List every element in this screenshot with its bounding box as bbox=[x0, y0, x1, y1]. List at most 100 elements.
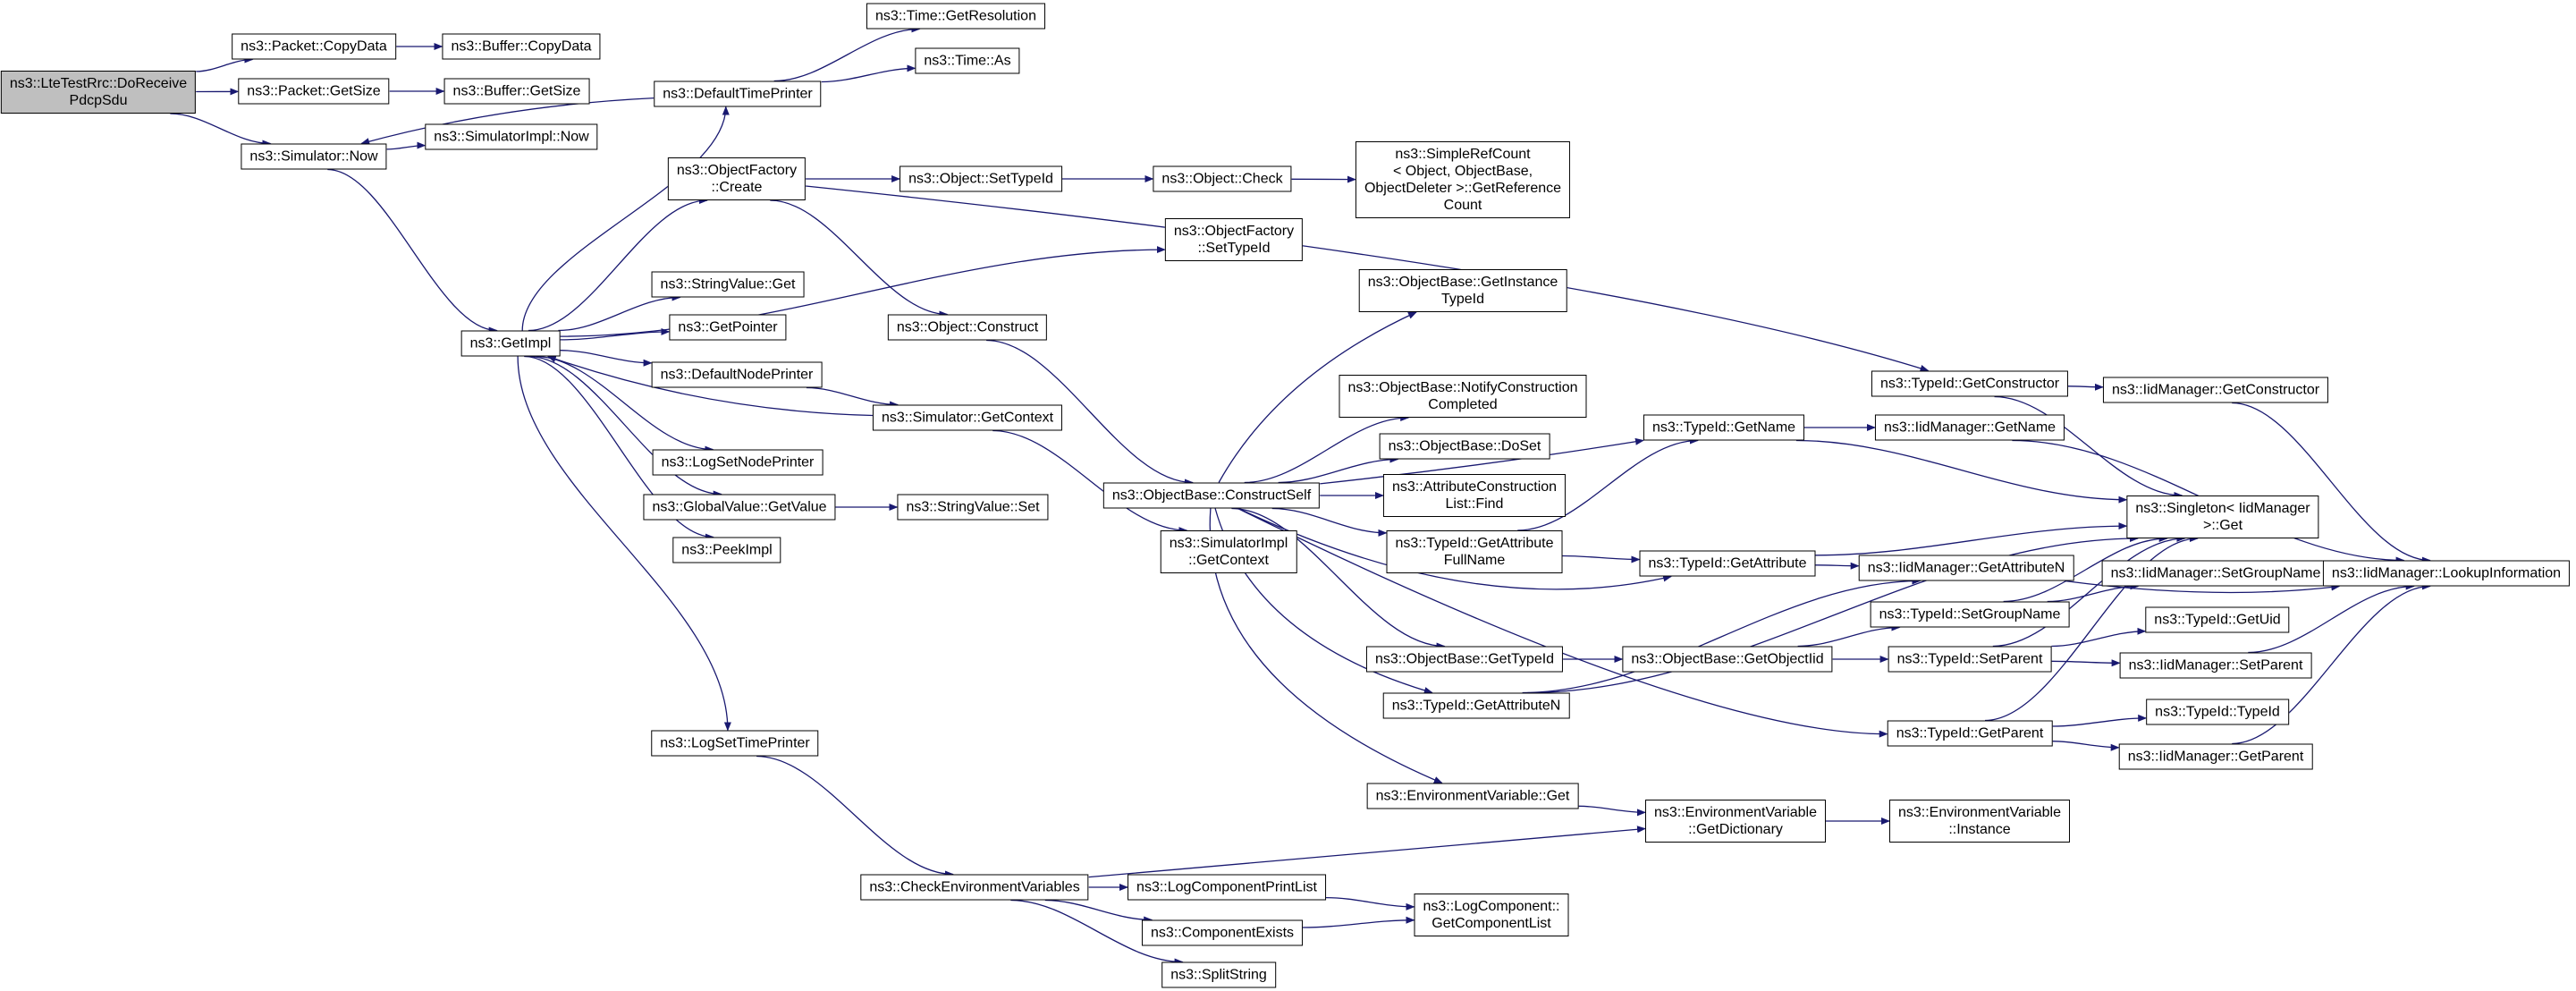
edge-objectbase-constructself--objectbase-notifyconstructioncompleted bbox=[1244, 414, 1410, 484]
edge-typeid-getparent--iidmanager-getparent bbox=[2052, 741, 2120, 751]
node-label: ns3::Simulator::GetContext bbox=[881, 410, 1054, 426]
node-objectfactory-create[interactable]: ns3::ObjectFactory ::Create bbox=[667, 157, 807, 200]
node-packet-getsize[interactable]: ns3::Packet::GetSize bbox=[238, 78, 390, 105]
edge-getimpl--objectfactory-settypeid bbox=[560, 246, 1166, 337]
node-iidmanager-getparent[interactable]: ns3::IidManager::GetParent bbox=[2118, 743, 2313, 770]
node-getpointer[interactable]: ns3::GetPointer bbox=[669, 314, 787, 341]
edge-typeid-setgroupname--singleton-get bbox=[2003, 535, 2168, 603]
node-peekimpl[interactable]: ns3::PeekImpl bbox=[672, 537, 781, 563]
node-label: ns3::AttributeConstruction List::Find bbox=[1391, 479, 1558, 512]
node-label: ns3::CheckEnvironmentVariables bbox=[869, 879, 1080, 895]
edge-iidmanager-getparent--iidmanager-lookupinformation bbox=[2232, 582, 2431, 745]
node-simulatorimpl-now[interactable]: ns3::SimulatorImpl::Now bbox=[425, 123, 598, 150]
node-stringvalue-set[interactable]: ns3::StringValue::Set bbox=[897, 494, 1049, 521]
edge-typeid-getattribute--iidmanager-getattributen bbox=[1815, 562, 1860, 570]
node-object-check[interactable]: ns3::Object::Check bbox=[1153, 165, 1292, 192]
node-environmentvariable-get[interactable]: ns3::EnvironmentVariable::Get bbox=[1366, 783, 1579, 809]
node-iidmanager-setparent[interactable]: ns3::IidManager::SetParent bbox=[2119, 652, 2312, 679]
node-label: ns3::GetImpl bbox=[469, 335, 552, 352]
node-iidmanager-lookupinformation[interactable]: ns3::IidManager::LookupInformation bbox=[2322, 560, 2571, 587]
node-componentexists[interactable]: ns3::ComponentExists bbox=[1141, 919, 1304, 946]
node-iidmanager-getconstructor[interactable]: ns3::IidManager::GetConstructor bbox=[2102, 377, 2329, 403]
node-globalvalue-getvalue[interactable]: ns3::GlobalValue::GetValue bbox=[643, 494, 836, 521]
node-objectfactory-settypeid[interactable]: ns3::ObjectFactory ::SetTypeId bbox=[1164, 218, 1304, 261]
node-typeid-getattributen[interactable]: ns3::TypeId::GetAttributeN bbox=[1382, 692, 1570, 719]
node-default-node-printer[interactable]: ns3::DefaultNodePrinter bbox=[651, 361, 823, 388]
node-typeid-setparent[interactable]: ns3::TypeId::SetParent bbox=[1888, 646, 2052, 673]
edge-objectbase-constructself--typeid-getparent bbox=[1237, 507, 1888, 738]
edge-checkenvironmentvariables--splitstring bbox=[1010, 899, 1184, 966]
node-label: ns3::SimpleRefCount < Object, ObjectBase… bbox=[1364, 147, 1562, 213]
edge-iidmanager-getconstructor--iidmanager-lookupinformation bbox=[2232, 402, 2431, 564]
edge-getimpl--default-node-printer bbox=[560, 350, 653, 367]
node-label: ns3::Time::GetResolution bbox=[875, 8, 1036, 24]
node-simplerefcount-getreferencecount[interactable]: ns3::SimpleRefCount < Object, ObjectBase… bbox=[1355, 141, 1571, 218]
node-objectbase-notifyconstructioncompleted[interactable]: ns3::ObjectBase::NotifyConstruction Comp… bbox=[1339, 375, 1587, 418]
edge-getimpl--default-time-printer bbox=[521, 106, 730, 331]
node-logsetnodeprinter[interactable]: ns3::LogSetNodePrinter bbox=[652, 449, 823, 476]
node-object-construct[interactable]: ns3::Object::Construct bbox=[887, 314, 1048, 341]
edge-objectbase-constructself--typeid-getattributefullname bbox=[1271, 507, 1388, 537]
node-label: ns3::IidManager::SetGroupName bbox=[2110, 565, 2321, 581]
node-typeid-getname[interactable]: ns3::TypeId::GetName bbox=[1643, 414, 1805, 441]
node-iidmanager-setgroupname[interactable]: ns3::IidManager::SetGroupName bbox=[2101, 560, 2330, 587]
node-objectbase-getinstancetypeid[interactable]: ns3::ObjectBase::GetInstance TypeId bbox=[1358, 269, 1567, 312]
node-typeid-typeid[interactable]: ns3::TypeId::TypeId bbox=[2146, 699, 2289, 725]
edge-objectbase-getobjectiid--typeid-setgroupname bbox=[1797, 623, 1901, 648]
node-simulator-getcontext[interactable]: ns3::Simulator::GetContext bbox=[872, 404, 1063, 431]
edge-typeid-setparent--singleton-get bbox=[1992, 535, 2186, 648]
edge-typeid-getattributen--iidmanager-getattributen bbox=[1522, 577, 1921, 694]
edge-getimpl--objectfactory-create bbox=[528, 197, 708, 332]
node-environmentvariable-instance[interactable]: ns3::EnvironmentVariable ::Instance bbox=[1888, 800, 2071, 843]
node-label: ns3::ObjectBase::ConstructSelf bbox=[1111, 487, 1312, 504]
edge-getimpl--stringvalue-get bbox=[558, 293, 681, 332]
node-iidmanager-getattributen[interactable]: ns3::IidManager::GetAttributeN bbox=[1858, 555, 2074, 581]
node-buffer-copydata[interactable]: ns3::Buffer::CopyData bbox=[442, 33, 601, 60]
edge-typeid-getattribute--singleton-get bbox=[1815, 522, 2128, 556]
node-default-time-printer[interactable]: ns3::DefaultTimePrinter bbox=[654, 80, 822, 107]
node-label: ns3::SplitString bbox=[1170, 967, 1267, 983]
node-label: ns3::IidManager::GetParent bbox=[2127, 749, 2304, 765]
node-environmentvariable-getdictionary[interactable]: ns3::EnvironmentVariable ::GetDictionary bbox=[1644, 800, 1827, 843]
node-typeid-getparent[interactable]: ns3::TypeId::GetParent bbox=[1887, 720, 2053, 747]
node-simulator-now[interactable]: ns3::Simulator::Now bbox=[241, 143, 387, 170]
node-singleton-get[interactable]: ns3::Singleton< IidManager >::Get bbox=[2126, 496, 2319, 538]
node-packet-copydata[interactable]: ns3::Packet::CopyData bbox=[232, 33, 396, 60]
node-buffer-getsize[interactable]: ns3::Buffer::GetSize bbox=[443, 78, 590, 105]
node-typeid-getconstructor[interactable]: ns3::TypeId::GetConstructor bbox=[1871, 370, 2069, 397]
node-simulatorimpl-getcontext[interactable]: ns3::SimulatorImpl ::GetContext bbox=[1160, 530, 1297, 573]
node-objectbase-doset[interactable]: ns3::ObjectBase::DoSet bbox=[1379, 433, 1550, 460]
node-objectbase-constructself[interactable]: ns3::ObjectBase::ConstructSelf bbox=[1102, 482, 1321, 509]
node-objectbase-getobjectiid[interactable]: ns3::ObjectBase::GetObjectIid bbox=[1622, 646, 1833, 673]
node-typeid-getattributefullname[interactable]: ns3::TypeId::GetAttribute FullName bbox=[1386, 530, 1563, 573]
node-typeid-setgroupname[interactable]: ns3::TypeId::SetGroupName bbox=[1870, 601, 2070, 628]
node-checkenvironmentvariables[interactable]: ns3::CheckEnvironmentVariables bbox=[860, 874, 1089, 901]
node-time-getresolution[interactable]: ns3::Time::GetResolution bbox=[866, 3, 1045, 30]
node-typeid-getattribute[interactable]: ns3::TypeId::GetAttribute bbox=[1639, 550, 1816, 577]
node-time-as[interactable]: ns3::Time::As bbox=[915, 47, 1020, 74]
node-label: ns3::Singleton< IidManager >::Get bbox=[2135, 501, 2310, 533]
edge-default-time-printer--time-getresolution bbox=[773, 25, 921, 82]
node-typeid-getuid[interactable]: ns3::TypeId::GetUid bbox=[2145, 606, 2290, 633]
node-label: ns3::EnvironmentVariable ::GetDictionary bbox=[1653, 805, 1818, 837]
node-label: ns3::Object::SetTypeId bbox=[908, 171, 1053, 187]
node-label: ns3::SimulatorImpl ::GetContext bbox=[1169, 536, 1288, 568]
node-objectbase-gettypeid[interactable]: ns3::ObjectBase::GetTypeId bbox=[1365, 646, 1564, 673]
node-attributeconstructionlist-find[interactable]: ns3::AttributeConstruction List::Find bbox=[1382, 474, 1567, 517]
node-logsettimeprinter[interactable]: ns3::LogSetTimePrinter bbox=[651, 730, 819, 757]
node-label: ns3::ObjectBase::GetTypeId bbox=[1374, 651, 1555, 667]
node-label: ns3::IidManager::LookupInformation bbox=[2331, 565, 2562, 581]
edge-default-node-printer--simulator-getcontext bbox=[806, 386, 899, 409]
edge-simulator-now--simulatorimpl-now bbox=[386, 141, 427, 150]
node-iidmanager-getname[interactable]: ns3::IidManager::GetName bbox=[1874, 414, 2065, 441]
node-getimpl[interactable]: ns3::GetImpl bbox=[460, 330, 561, 357]
node-stringvalue-get[interactable]: ns3::StringValue::Get bbox=[651, 271, 805, 298]
node-label: ns3::TypeId::GetParent bbox=[1896, 725, 2044, 741]
node-logcomponentprintlist[interactable]: ns3::LogComponentPrintList bbox=[1128, 874, 1326, 901]
node-logcomponent-getcomponentlist[interactable]: ns3::LogComponent:: GetComponentList bbox=[1414, 894, 1569, 936]
node-object-settypeid[interactable]: ns3::Object::SetTypeId bbox=[899, 165, 1062, 192]
node-label: ns3::LogComponent:: GetComponentList bbox=[1423, 899, 1560, 931]
node-splitstring[interactable]: ns3::SplitString bbox=[1161, 961, 1276, 988]
